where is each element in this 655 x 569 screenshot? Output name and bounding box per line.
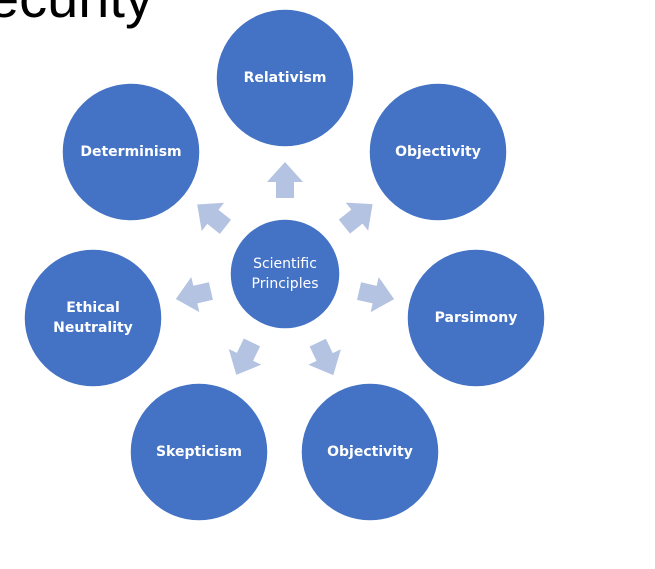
arrow-shape: [197, 202, 232, 234]
node-label-ethical-neutrality-line-1: Ethical: [66, 300, 120, 316]
node-determinism: Determinism: [61, 82, 201, 222]
node-circle-relativism: [215, 8, 355, 148]
arrow-shape: [338, 202, 373, 234]
node-relativism: Relativism: [215, 8, 355, 148]
center-label-line-2: Principles: [252, 276, 319, 292]
arrow-to-ethical-neutrality: [175, 277, 213, 313]
node-circle-ethical-neutrality: [23, 248, 163, 388]
arrow-shape: [308, 338, 341, 376]
arrows-layer: [175, 162, 395, 376]
arrow-to-relativism: [267, 162, 303, 198]
node-circle-objectivity-bottom: [300, 382, 440, 522]
node-skepticism: Skepticism: [129, 382, 269, 522]
center-node-circle: [229, 218, 341, 330]
arrow-to-skepticism: [228, 338, 262, 375]
node-circle-parsimony: [406, 248, 546, 388]
arrow-shape: [175, 277, 213, 313]
arrow-shape: [357, 277, 395, 313]
node-objectivity-bottom: Objectivity: [300, 382, 440, 522]
node-label-objectivity-top-line-1: Objectivity: [395, 144, 481, 160]
arrow-to-objectivity-bottom: [308, 338, 341, 376]
node-label-skepticism-line-1: Skepticism: [156, 444, 242, 460]
node-label-ethical-neutrality-line-2: Neutrality: [53, 320, 133, 336]
node-label-parsimony-line-1: Parsimony: [435, 310, 518, 326]
arrow-to-objectivity-top: [338, 202, 373, 234]
arrow-to-determinism: [197, 202, 232, 234]
node-circle-skepticism: [129, 382, 269, 522]
arrow-to-parsimony: [357, 277, 395, 313]
node-circle-objectivity-top: [368, 82, 508, 222]
arrow-shape: [267, 162, 303, 198]
node-label-objectivity-bottom-line-1: Objectivity: [327, 444, 413, 460]
slide-title: ecurity: [0, 0, 153, 26]
node-label-determinism-line-1: Determinism: [80, 144, 181, 160]
node-label-relativism-line-1: Relativism: [244, 70, 327, 86]
nodes-layer: RelativismObjectivityParsimonyObjectivit…: [23, 8, 546, 522]
center-label-line-1: Scientific: [253, 256, 317, 272]
node-parsimony: Parsimony: [406, 248, 546, 388]
node-circle-determinism: [61, 82, 201, 222]
arrow-shape: [228, 338, 262, 375]
node-objectivity-top: Objectivity: [368, 82, 508, 222]
